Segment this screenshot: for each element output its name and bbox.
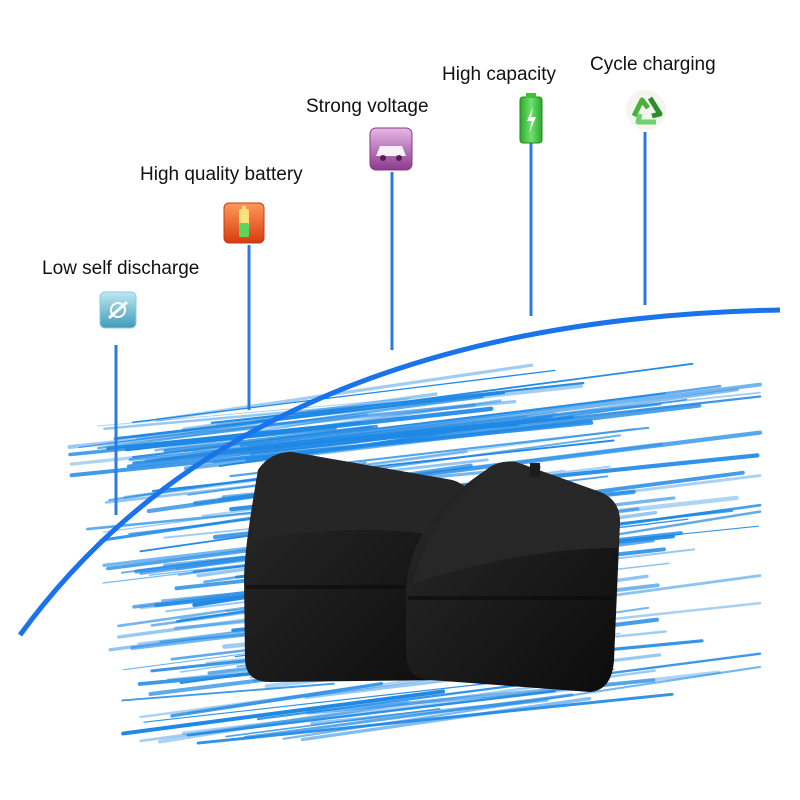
car-tile-icon	[369, 127, 413, 171]
feature-label-strong-voltage: Strong voltage	[306, 96, 429, 117]
speed-stripe	[163, 424, 378, 453]
battery-right	[406, 461, 620, 692]
feature-label-high-quality-battery: High quality battery	[140, 164, 303, 185]
speed-stripe	[300, 696, 592, 742]
speed-stripe	[155, 363, 534, 422]
speed-stripe	[220, 382, 762, 455]
speed-stripe	[157, 700, 410, 744]
speed-stripe	[196, 692, 674, 745]
speed-stripe	[96, 395, 484, 450]
speed-stripe	[249, 395, 762, 455]
speed-stripe	[181, 392, 438, 431]
speed-stripe	[183, 411, 510, 452]
feature-label-cycle-charging: Cycle charging	[590, 54, 716, 75]
speed-stripe	[186, 689, 556, 737]
speed-stripe	[131, 369, 556, 423]
speed-stripe	[108, 412, 368, 444]
speed-stripe	[183, 418, 593, 471]
speed-stripe	[181, 670, 721, 736]
speed-stripe	[113, 391, 506, 441]
speed-stripe	[121, 689, 446, 736]
speed-stripe	[240, 415, 528, 455]
speed-stripe	[254, 362, 694, 423]
speed-stripe	[97, 398, 411, 427]
speed-stripe	[103, 400, 409, 430]
green-battery-icon	[519, 93, 543, 144]
signal-tile-icon	[99, 291, 137, 329]
speed-stripe	[121, 682, 335, 702]
feature-label-high-capacity: High capacity	[442, 64, 557, 85]
speed-stripe	[225, 707, 441, 738]
speed-stripe	[256, 652, 762, 721]
battery-tile-icon	[223, 202, 265, 244]
speed-stripe	[68, 426, 337, 457]
feature-arc	[17, 307, 781, 637]
speed-stripe	[225, 683, 522, 721]
speed-stripe	[310, 698, 549, 726]
recycle-icon	[626, 90, 666, 130]
speed-stripe	[243, 693, 574, 739]
feature-label-low-self-discharge: Low self discharge	[42, 258, 200, 279]
